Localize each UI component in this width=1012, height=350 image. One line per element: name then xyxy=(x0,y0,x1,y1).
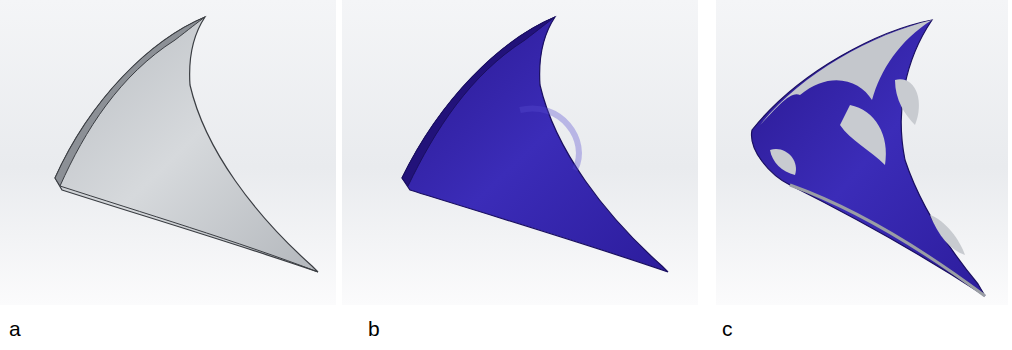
grey-blade xyxy=(55,17,318,272)
blade-body xyxy=(55,17,318,272)
grey-patch xyxy=(840,105,886,165)
blade-highlight xyxy=(520,108,579,170)
blade-edge xyxy=(790,185,985,296)
deformed-blade xyxy=(752,20,985,296)
grey-patch xyxy=(770,149,796,175)
blade-edge xyxy=(60,186,318,272)
blade-edge-face xyxy=(55,17,205,186)
panel-label: a xyxy=(9,318,21,339)
panel-ground xyxy=(716,0,1008,305)
blade-body xyxy=(752,20,985,296)
grey-patch xyxy=(760,20,932,125)
panel-label: c xyxy=(722,318,733,339)
panel-ground xyxy=(0,0,336,305)
grey-patch xyxy=(930,215,965,255)
grey-patch xyxy=(895,79,919,125)
blade-body xyxy=(402,17,668,272)
blue-blade xyxy=(402,17,668,272)
blade-edge-face xyxy=(402,17,555,186)
panel-label: b xyxy=(368,318,380,339)
panel-ground xyxy=(342,0,698,305)
